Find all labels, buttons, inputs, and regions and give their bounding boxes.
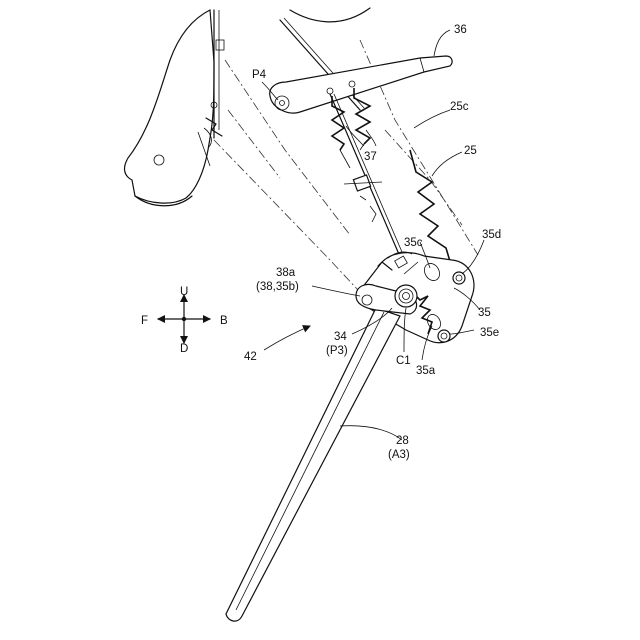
label-38-35b: (38,35b) — [256, 281, 299, 293]
pivot-link-34 — [356, 284, 417, 314]
label-p4: P4 — [252, 69, 267, 81]
label-p3: (P3) — [326, 345, 348, 357]
cable-rod — [330, 94, 402, 252]
label-a3: (A3) — [388, 449, 410, 461]
pivot-p3-icon — [395, 285, 417, 307]
dir-down-label: D — [180, 343, 188, 355]
spring-35d — [410, 150, 452, 268]
dir-up-label: U — [180, 286, 188, 298]
direction-compass: U D F B — [141, 286, 228, 355]
label-38a: 38a — [276, 267, 296, 279]
label-36: 36 — [454, 24, 467, 36]
dir-back-label: B — [220, 315, 228, 327]
label-35c: 35c — [404, 237, 423, 249]
label-34: 34 — [334, 331, 347, 343]
pin-35d-icon — [453, 272, 465, 284]
label-c1: C1 — [396, 355, 411, 367]
pin-35e-icon — [438, 330, 450, 342]
label-28: 28 — [396, 435, 409, 447]
frame-bolt-icon — [216, 40, 224, 50]
label-35d: 35d — [482, 229, 501, 241]
label-25: 25 — [464, 145, 477, 157]
compass-center-icon — [182, 317, 186, 321]
label-35a: 35a — [416, 365, 436, 377]
seat-frame — [125, 10, 224, 206]
label-35: 35 — [478, 307, 491, 319]
label-42: 42 — [244, 351, 257, 363]
dir-front-label: F — [141, 315, 148, 327]
label-35e: 35e — [480, 327, 499, 339]
label-37: 37 — [364, 151, 377, 163]
label-25c: 25c — [450, 101, 469, 113]
